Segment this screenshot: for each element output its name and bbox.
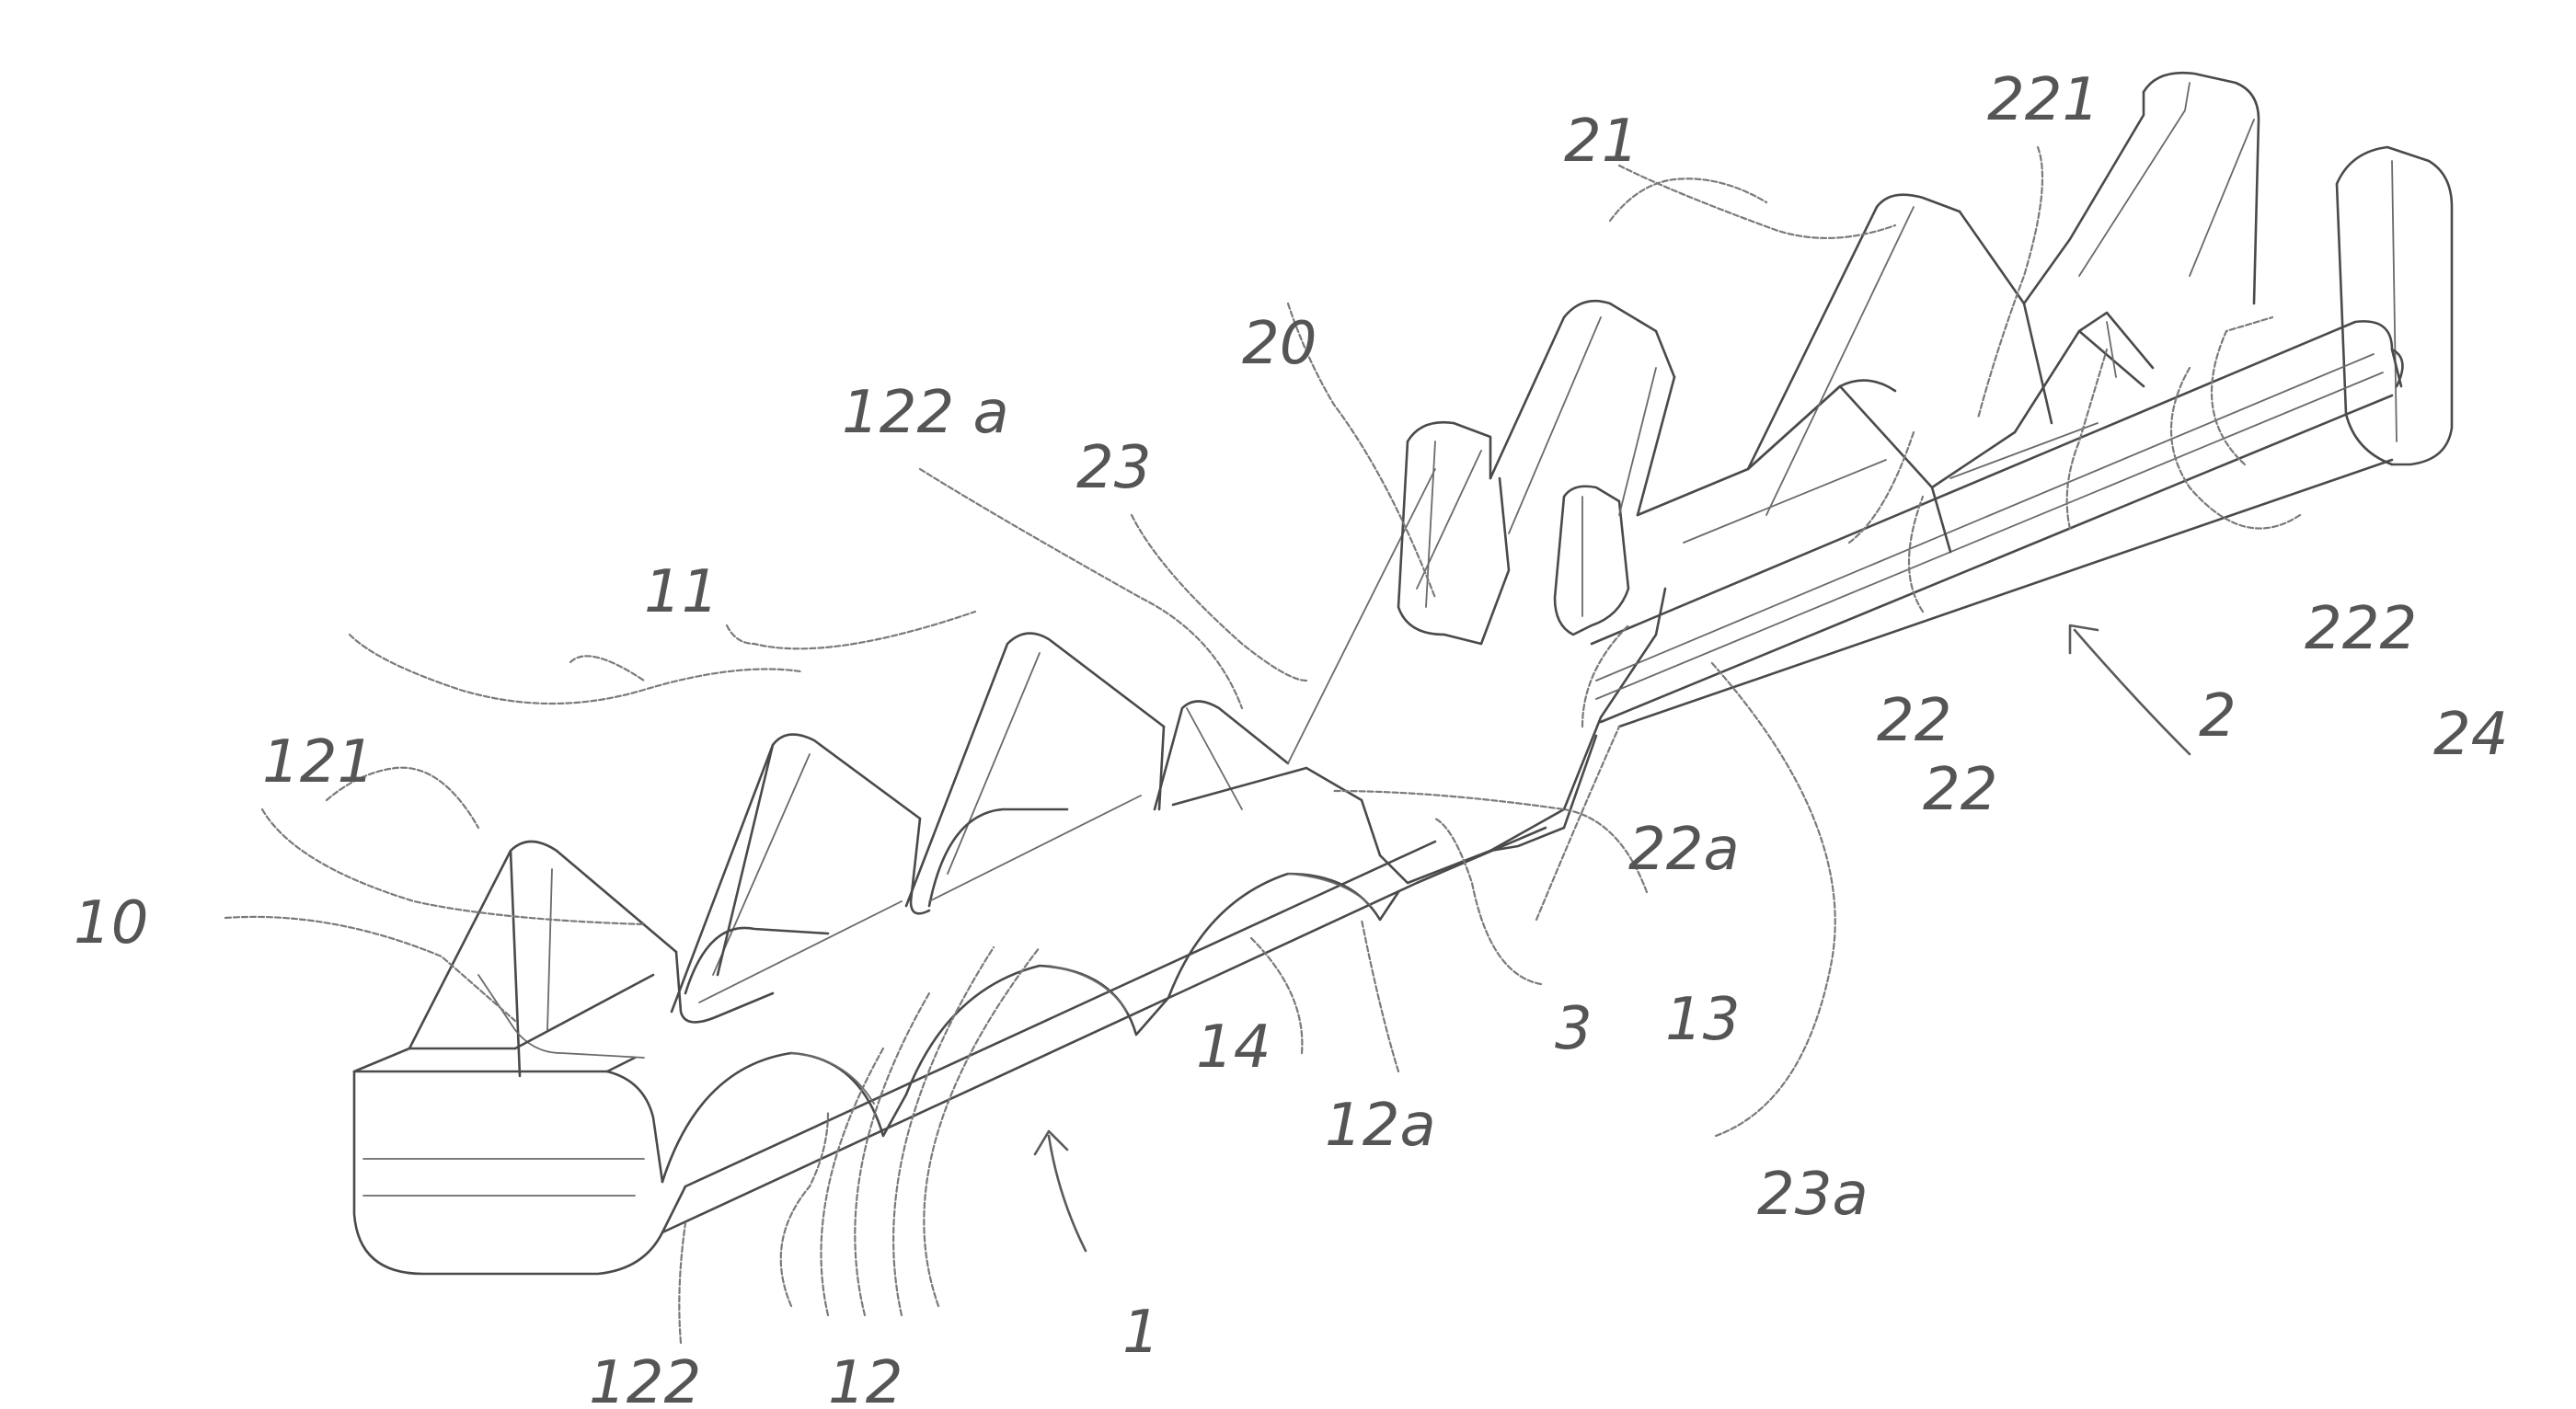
reference-labels: 10 121 11 122 a 23 20 21 221 222 24 2 22… — [74, 66, 2508, 1409]
label-2: 2 — [2199, 682, 2237, 750]
label-10: 10 — [74, 889, 148, 957]
arrow-2-icon — [2070, 625, 2190, 754]
label-3: 3 — [1555, 995, 1593, 1063]
label-13: 13 — [1665, 986, 1740, 1054]
label-122a: 122 a — [842, 379, 1009, 447]
part-2-body — [1398, 73, 2452, 727]
label-11: 11 — [644, 558, 719, 626]
label-22-lower: 22 — [1923, 756, 1997, 824]
label-24: 24 — [2433, 701, 2508, 769]
label-12: 12 — [828, 1349, 903, 1409]
label-22-upper: 22 — [1877, 687, 1951, 755]
reference-arrows — [1035, 625, 2190, 1251]
label-22a: 22a — [1628, 816, 1740, 884]
arrow-1-icon — [1035, 1131, 1086, 1251]
label-20: 20 — [1242, 310, 1317, 378]
label-121: 121 — [262, 728, 374, 796]
label-23: 23 — [1076, 434, 1151, 502]
junction-3 — [1288, 469, 1665, 851]
label-221: 221 — [1987, 66, 2099, 134]
label-1: 1 — [1122, 1299, 1160, 1367]
part-1-body — [354, 634, 1546, 1274]
label-14: 14 — [1196, 1014, 1271, 1082]
label-222: 222 — [2305, 595, 2417, 663]
label-12a: 12a — [1325, 1092, 1436, 1160]
label-23a: 23a — [1757, 1161, 1869, 1229]
label-122: 122 — [589, 1349, 701, 1409]
label-21: 21 — [1564, 108, 1639, 176]
